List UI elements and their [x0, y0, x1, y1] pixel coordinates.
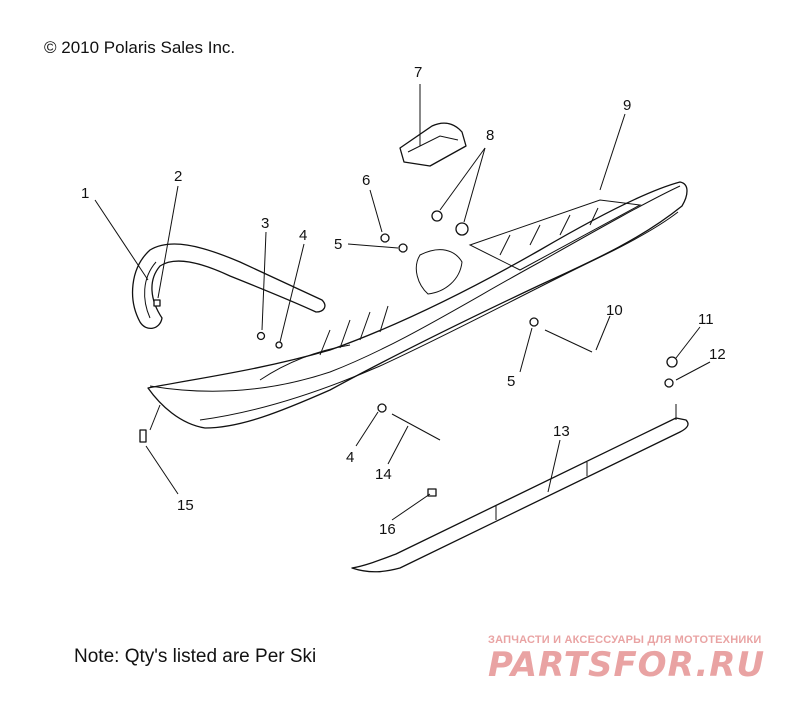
- saddle: [399, 122, 467, 167]
- callout-4: 4: [299, 227, 307, 244]
- callout-5-lower: 5: [507, 373, 515, 390]
- watermark-logo: PARTSFOR.RU: [488, 645, 765, 684]
- hardware: [139, 210, 678, 497]
- callout-4-lower: 4: [346, 449, 354, 466]
- wear-bar: [351, 404, 689, 573]
- callout-11: 11: [698, 311, 714, 328]
- callout-13: 13: [553, 423, 570, 440]
- callout-8: 8: [486, 127, 494, 144]
- copyright-text: © 2010 Polaris Sales Inc.: [44, 38, 236, 57]
- callout-numbers: 1 2 3 4 5 6 7 8 9 10 11 12 5 4 14 13 15 …: [81, 64, 726, 538]
- leader-lines: [94, 84, 711, 521]
- callout-14: 14: [375, 466, 392, 483]
- callout-7: 7: [414, 64, 422, 81]
- callout-10: 10: [606, 302, 623, 319]
- watermark-tagline: ЗАПЧАСТИ И АКСЕССУАРЫ ДЛЯ МОТОТЕХНИКИ: [488, 634, 762, 646]
- watermark-brand: PARTSFOR.RU: [488, 645, 765, 684]
- callout-9: 9: [623, 97, 631, 114]
- callout-15: 15: [177, 497, 194, 514]
- qty-note: Note: Qty's listed are Per Ski: [74, 646, 317, 667]
- ski-body: [147, 181, 688, 429]
- handle: [131, 243, 326, 329]
- callout-6: 6: [362, 172, 370, 189]
- callout-2: 2: [174, 168, 182, 185]
- callout-16: 16: [379, 521, 396, 538]
- callout-1: 1: [81, 185, 89, 202]
- callout-12: 12: [709, 346, 726, 363]
- callout-3: 3: [261, 215, 269, 232]
- callout-5: 5: [334, 236, 342, 253]
